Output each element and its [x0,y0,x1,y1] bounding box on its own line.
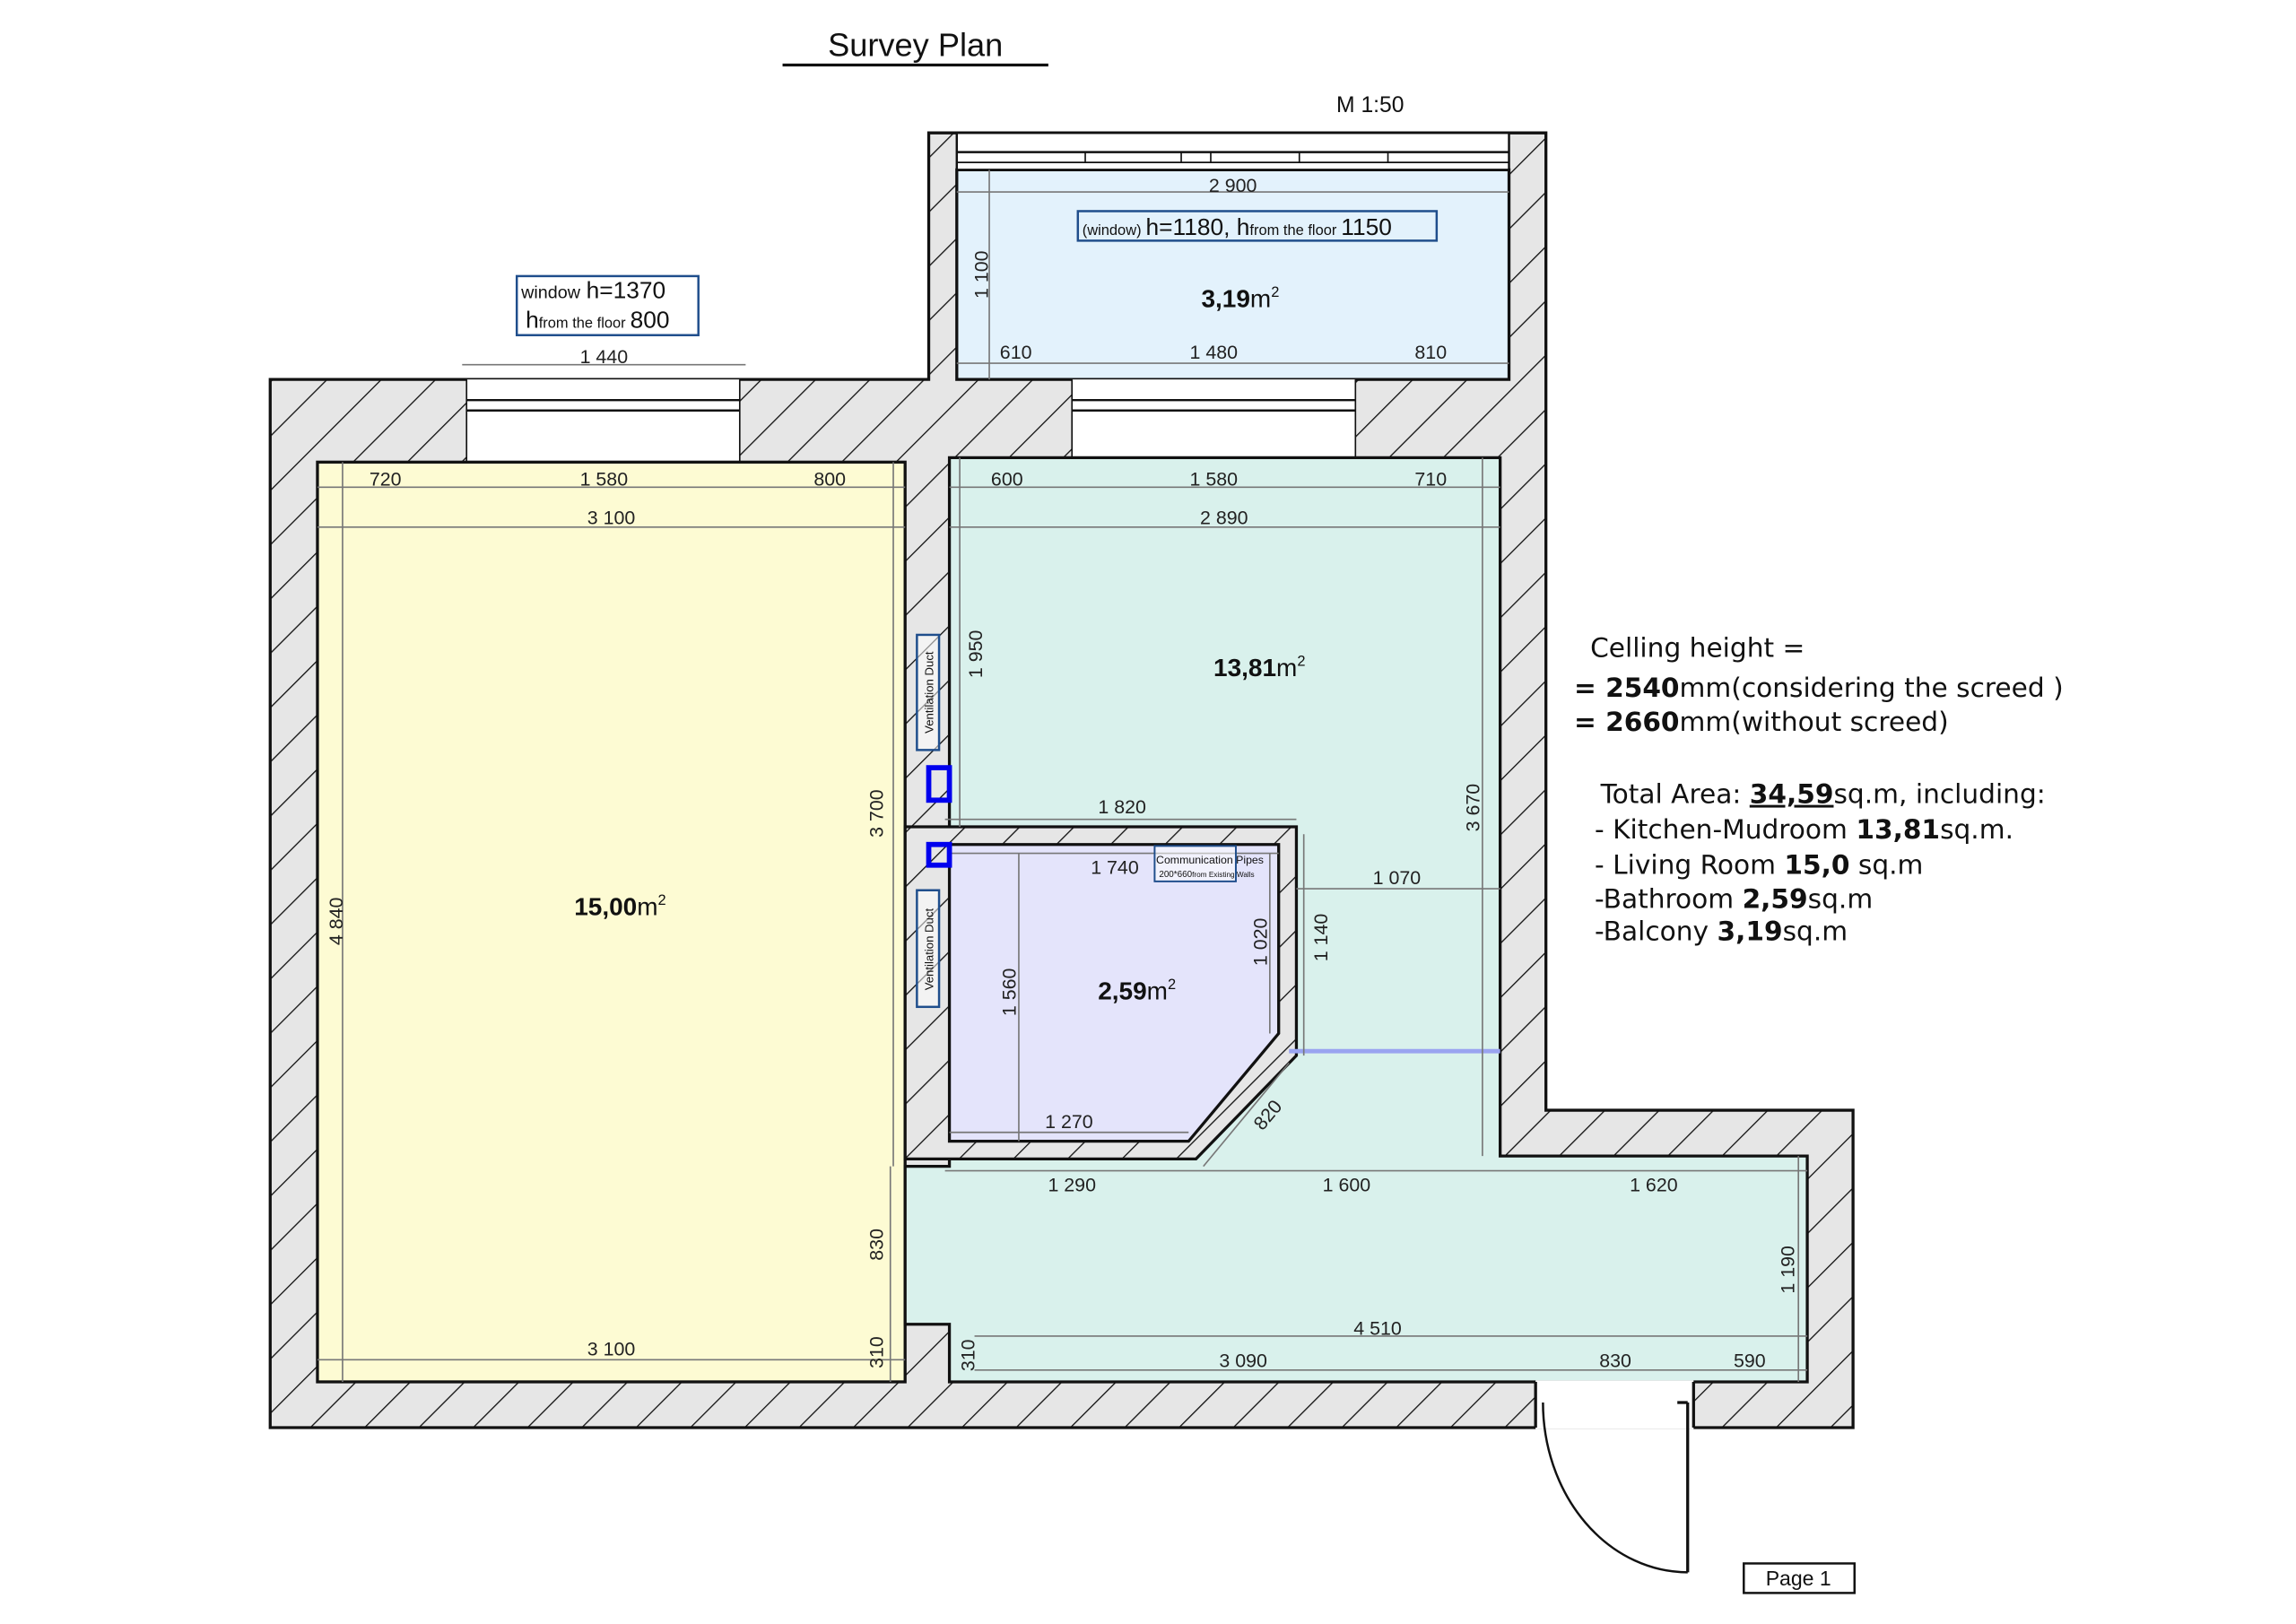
dim: 3 090 [1219,1350,1267,1372]
dim: 2 890 [1200,507,1248,528]
ventilation-duct-2: Ventilation Duct [916,889,941,1009]
dim: 4 510 [1353,1317,1402,1339]
living-room-window [465,379,741,463]
summary-item: -Balcony 3,19sq.m [1595,916,1848,947]
dim: 1 440 [580,346,629,368]
dim: 3 100 [587,1338,636,1359]
dim: 1 950 [965,630,987,678]
communication-pipes-note: Communication Pipes 200*660from Existing… [1153,845,1264,882]
dim: 1 620 [1630,1175,1678,1196]
balcony-room [955,168,1511,381]
dim: 1 580 [580,469,629,491]
dim: 310 [958,1339,979,1371]
dim: 1 020 [1250,918,1272,967]
balcony-area: 3,19m2 [1201,284,1279,313]
dim: 830 [865,1229,887,1261]
dim: 800 [813,469,846,491]
svg-text:Communication Pipes: Communication Pipes [1156,854,1264,866]
ceiling-height-label: Celling height = [1590,632,1805,664]
ceiling-height-screed: = 2540mm(considering the screed ) [1574,672,2064,703]
blue-marker-2 [926,841,952,868]
dim: 4 840 [326,897,347,945]
dim: 1 560 [999,968,1021,1016]
living-room-area: 15,00m2 [574,892,665,921]
dim: 3 670 [1463,784,1484,832]
dim: 830 [1599,1350,1631,1372]
dim: 720 [370,469,402,491]
living-room [316,460,907,1384]
dim: 600 [991,469,1023,491]
dim: 1 820 [1098,796,1146,818]
dim: 810 [1414,342,1447,363]
bathroom [947,843,1281,1143]
svg-text:Ventilation Duct: Ventilation Duct [922,908,935,991]
entrance-door [1534,1380,1695,1574]
dim: 1 190 [1777,1246,1798,1294]
dim: 1 070 [1373,867,1422,889]
dim: 1 140 [1310,914,1332,962]
dim: 1 270 [1045,1111,1093,1133]
dimension-labels: 1 440 720 1 580 800 3 100 3 100 4 840 3 … [326,175,1798,1371]
ceiling-height-no-screed: = 2660mm(without screed) [1574,706,1949,737]
bathroom-area: 2,59m2 [1098,977,1176,1005]
summary-item: - Living Room 15,0 sq.m [1595,849,1923,881]
dim: 1 600 [1323,1175,1371,1196]
summary-notes: Celling height = = 2540mm(considering th… [1574,632,2064,947]
blue-marker-1 [926,765,952,803]
dimension-lines [317,169,1808,1382]
kitchen-window [1071,379,1357,458]
dim: 3 700 [865,789,887,838]
svg-text:200*660from Existing Walls: 200*660from Existing Walls [1159,870,1254,880]
dim: 1 580 [1189,469,1238,491]
total-area: Total Area: 34,59sq.m, including: [1600,778,2046,810]
dim: 610 [1000,342,1032,363]
summary-item: -Bathroom 2,59sq.m [1595,883,1873,915]
dim: 2 900 [1209,175,1257,196]
dim: 3 100 [587,507,636,528]
plan-title: Survey Plan [828,27,1003,64]
dim: 1 290 [1048,1175,1096,1196]
dim: 310 [865,1336,887,1368]
dim: 710 [1414,469,1447,491]
ventilation-duct-1: Ventilation Duct [916,633,941,751]
dim: 1 480 [1189,342,1238,363]
scale-label: M 1:50 [1336,93,1404,117]
dim: 1 740 [1091,857,1139,879]
svg-text:Ventilation Duct: Ventilation Duct [922,651,935,734]
kitchen-area: 13,81m2 [1213,654,1305,682]
balcony-window [955,131,1510,171]
page-label: Page 1 [1743,1562,1856,1594]
dim: 1 100 [970,250,992,299]
dim: 590 [1734,1350,1766,1372]
svg-text:Page 1: Page 1 [1766,1567,1831,1590]
summary-item: - Kitchen-Mudroom 13,81sq.m. [1595,813,2013,845]
